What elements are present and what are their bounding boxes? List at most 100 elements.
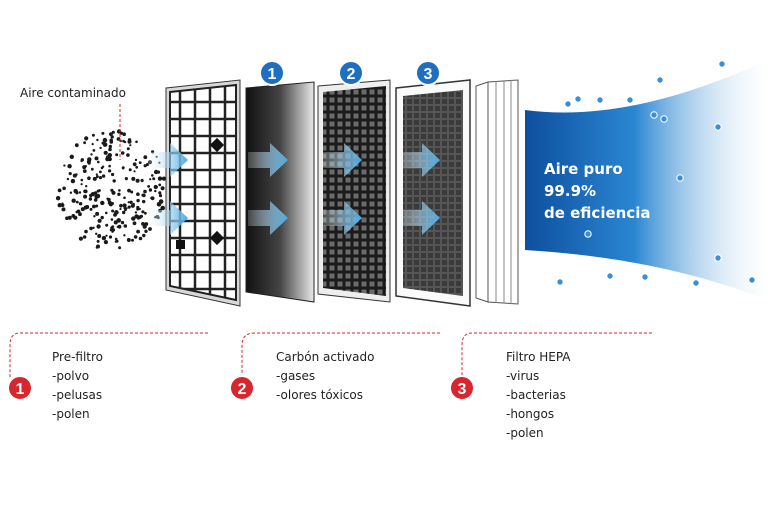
particle xyxy=(135,165,139,169)
particle xyxy=(136,229,141,234)
particle xyxy=(69,191,73,194)
particle xyxy=(114,237,118,241)
particle xyxy=(106,197,109,200)
clean-particle xyxy=(641,273,649,281)
stage-2-description: Carbón activado -gases -olores tóxicos xyxy=(276,348,374,405)
stage-1-marker: 1 xyxy=(7,375,33,401)
particle xyxy=(97,234,102,238)
stage-number: 3 xyxy=(458,381,467,398)
particle xyxy=(143,155,148,160)
particle xyxy=(118,189,121,192)
particle xyxy=(82,169,87,174)
particle xyxy=(158,191,162,195)
particle xyxy=(115,239,119,243)
particle xyxy=(133,235,138,239)
particle xyxy=(110,218,114,221)
particle xyxy=(65,216,69,220)
activated-carbon-grid-panel xyxy=(317,79,391,303)
stage-2-title: Carbón activado xyxy=(276,350,375,364)
particle xyxy=(101,131,105,135)
particle xyxy=(109,138,113,143)
stage-3-description: Filtro HEPA -virus -bacterias -hongos -p… xyxy=(506,348,571,443)
airflow-arrow xyxy=(400,201,440,235)
particle xyxy=(135,140,138,144)
output-air-label: Aire puro 99.9% de eficiencia xyxy=(544,158,650,224)
stage-1-title: Pre-filtro xyxy=(52,350,104,364)
clean-particle xyxy=(714,123,722,131)
particle xyxy=(122,132,126,136)
stage-1-item: -polen xyxy=(52,407,90,421)
particle xyxy=(111,230,114,233)
particle xyxy=(109,132,113,137)
stage-1-item: -polvo xyxy=(52,369,90,383)
airflow-arrow xyxy=(248,143,288,177)
clean-particle xyxy=(606,272,614,280)
particle xyxy=(144,229,148,233)
particle xyxy=(128,168,132,172)
particle xyxy=(120,131,124,135)
particle xyxy=(119,207,122,211)
particle xyxy=(67,164,72,169)
airflow-arrow xyxy=(148,143,188,177)
airflow-arrows xyxy=(148,143,440,235)
particle xyxy=(124,208,127,212)
particle xyxy=(123,224,128,228)
stage-1-item: -pelusas xyxy=(52,388,103,402)
particle xyxy=(84,136,89,141)
particle xyxy=(83,189,87,194)
particle xyxy=(95,193,101,199)
particle xyxy=(105,234,108,237)
particle xyxy=(138,236,143,241)
particle xyxy=(135,178,140,183)
particle xyxy=(78,212,82,217)
stage-2-item: -gases xyxy=(276,369,316,383)
particle xyxy=(158,199,164,204)
airflow-arrow xyxy=(248,201,288,235)
particle xyxy=(108,235,113,239)
airflow-arrow xyxy=(148,201,188,235)
particle xyxy=(148,188,153,192)
particle xyxy=(148,227,152,231)
particle xyxy=(131,216,136,221)
airflow-arrow xyxy=(400,143,440,177)
stage-3-marker: 3 xyxy=(449,375,475,401)
particle xyxy=(127,201,130,204)
particle xyxy=(121,166,125,170)
particle xyxy=(142,199,146,204)
clean-particle xyxy=(656,76,664,84)
clean-particle xyxy=(556,278,564,286)
particle xyxy=(57,203,62,208)
particle xyxy=(89,193,93,198)
particle xyxy=(143,189,147,194)
particle xyxy=(134,211,138,214)
particle xyxy=(124,177,128,181)
stage-1-top-marker: 1 xyxy=(259,60,285,86)
clean-particle xyxy=(626,96,634,104)
clean-particle xyxy=(584,230,592,238)
particle xyxy=(120,151,125,155)
particle xyxy=(138,215,142,219)
stage-2-item: -olores tóxicos xyxy=(276,388,363,402)
particle xyxy=(102,137,108,143)
particle xyxy=(110,188,114,192)
particle xyxy=(160,186,165,191)
output-line-2: 99.9% xyxy=(544,182,597,200)
particle xyxy=(129,144,132,147)
particle xyxy=(123,140,127,144)
particle xyxy=(108,144,113,149)
particle xyxy=(90,153,93,156)
particle xyxy=(129,200,133,204)
clean-air-particles xyxy=(556,60,756,287)
particle xyxy=(73,215,78,220)
particle xyxy=(91,143,94,146)
clean-particle xyxy=(574,95,582,103)
output-line-3: de eficiencia xyxy=(544,204,651,222)
particle xyxy=(108,169,112,173)
particle xyxy=(78,202,83,206)
particle xyxy=(100,200,105,206)
particle xyxy=(144,222,149,226)
particle xyxy=(105,211,108,215)
particle xyxy=(110,135,114,139)
airflow-arrow xyxy=(322,143,362,177)
particle xyxy=(87,176,91,180)
